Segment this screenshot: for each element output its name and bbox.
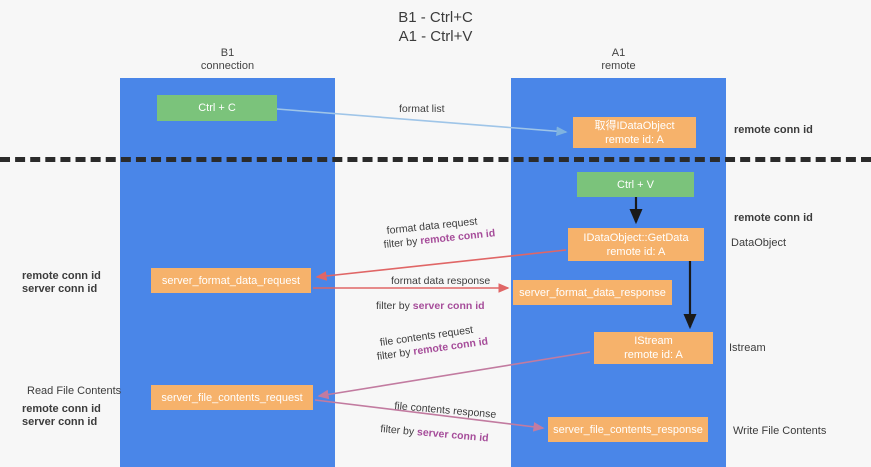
page-title-line1: B1 - Ctrl+C xyxy=(398,9,473,26)
edge-label-format-list: format list xyxy=(399,103,445,115)
node-idataobject-getdata[interactable]: IDataObject::GetData remote id: A xyxy=(568,228,704,261)
side-label-write-file-contents: Write File Contents xyxy=(733,425,827,437)
lane-header-b1-role: connection xyxy=(200,60,255,72)
node-ctrl-v-label: Ctrl + V xyxy=(617,178,654,191)
side-label-left-remote-conn-id-2: remote conn id xyxy=(22,403,101,415)
edge-label-format-data-response: format data response xyxy=(391,274,490,288)
lane-header-b1-name: B1 xyxy=(220,47,235,59)
node-idataobject-subtitle: remote id: A xyxy=(605,133,664,146)
edge-label-file-contents-response-filter: filter by server conn id xyxy=(380,422,489,445)
edge-label-file-contents-response-text: file contents response xyxy=(393,399,497,421)
filter-prefix: filter by xyxy=(376,345,415,363)
side-label-left-server-conn-id-2: server conn id xyxy=(22,416,98,428)
node-server-file-contents-response-label: server_file_contents_response xyxy=(553,423,703,436)
node-server-file-contents-response[interactable]: server_file_contents_response xyxy=(548,417,708,442)
edge-label-format-data-response-text: format data response xyxy=(391,275,491,287)
lane-header-a1-name: A1 xyxy=(611,47,626,59)
edge-label-file-contents-response: file contents response xyxy=(394,399,497,422)
lane-header-b1: B1 connection xyxy=(120,47,335,73)
page-title-line2: A1 - Ctrl+V xyxy=(398,28,473,45)
side-label-left-server-conn-id: server conn id xyxy=(22,283,98,295)
node-idataobject-title: 取得IDataObject xyxy=(594,119,675,132)
node-istream[interactable]: IStream remote id: A xyxy=(594,332,713,364)
node-getdata-subtitle: remote id: A xyxy=(606,245,666,258)
side-label-left-remote-conn-id: remote conn id xyxy=(22,270,101,282)
node-ctrl-c-label: Ctrl + C xyxy=(198,102,236,114)
node-server-format-data-response[interactable]: server_format_data_response xyxy=(513,280,672,305)
node-server-format-data-request[interactable]: server_format_data_request xyxy=(151,268,311,293)
node-ctrl-c[interactable]: Ctrl + C xyxy=(157,95,277,121)
filter-prefix: filter by xyxy=(383,235,421,251)
phase-divider xyxy=(0,157,871,162)
filter-prefix: filter by xyxy=(379,422,418,439)
lane-header-a1: A1 remote xyxy=(511,47,726,73)
filter-key-server-conn-id: server conn id xyxy=(412,300,485,312)
node-idataobject[interactable]: 取得IDataObject remote id: A xyxy=(573,117,696,148)
filter-key-server-conn-id: server conn id xyxy=(416,426,490,445)
side-label-read-file-contents: Read File Contents xyxy=(27,385,122,397)
edge-label-format-data-response-filter: filter by server conn id xyxy=(376,299,485,313)
lane-header-a1-role: remote xyxy=(601,60,636,72)
node-getdata-title: IDataObject::GetData xyxy=(583,231,689,244)
node-server-file-contents-request[interactable]: server_file_contents_request xyxy=(151,385,313,410)
node-ctrl-v[interactable]: Ctrl + V xyxy=(577,172,694,197)
node-server-format-data-request-label: server_format_data_request xyxy=(161,274,301,287)
filter-prefix: filter by xyxy=(376,300,413,312)
node-server-file-contents-request-label: server_file_contents_request xyxy=(161,391,303,404)
side-label-remote-conn-id-mid: remote conn id xyxy=(734,212,813,224)
side-label-istream: Istream xyxy=(729,342,766,354)
node-istream-title: IStream xyxy=(634,335,673,347)
side-label-dataobject: DataObject xyxy=(731,237,787,249)
node-server-format-data-response-label: server_format_data_response xyxy=(519,286,666,299)
node-istream-subtitle: remote id: A xyxy=(624,349,683,361)
side-label-remote-conn-id-top: remote conn id xyxy=(734,124,813,136)
